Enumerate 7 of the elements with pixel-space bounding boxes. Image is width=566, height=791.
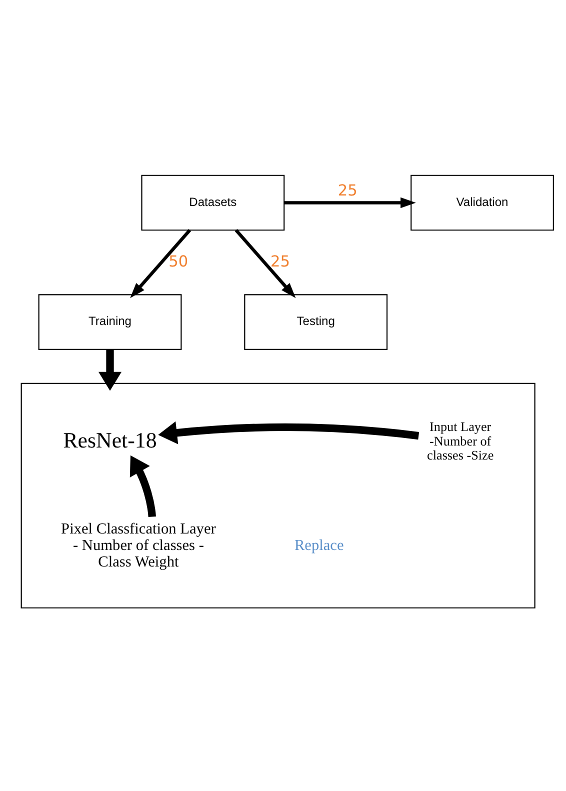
node-text: ResNet-18 xyxy=(63,426,157,452)
edge-label: 50 xyxy=(168,252,188,270)
edge-label: 25 xyxy=(270,252,290,270)
edge-label: 25 xyxy=(338,180,358,199)
node-text: Input Layer -Number of classes -Size xyxy=(427,418,494,462)
label: Replace xyxy=(294,536,344,554)
node-text: Pixel Classfication Layer - Number of classes - Class Weight xyxy=(61,520,216,570)
